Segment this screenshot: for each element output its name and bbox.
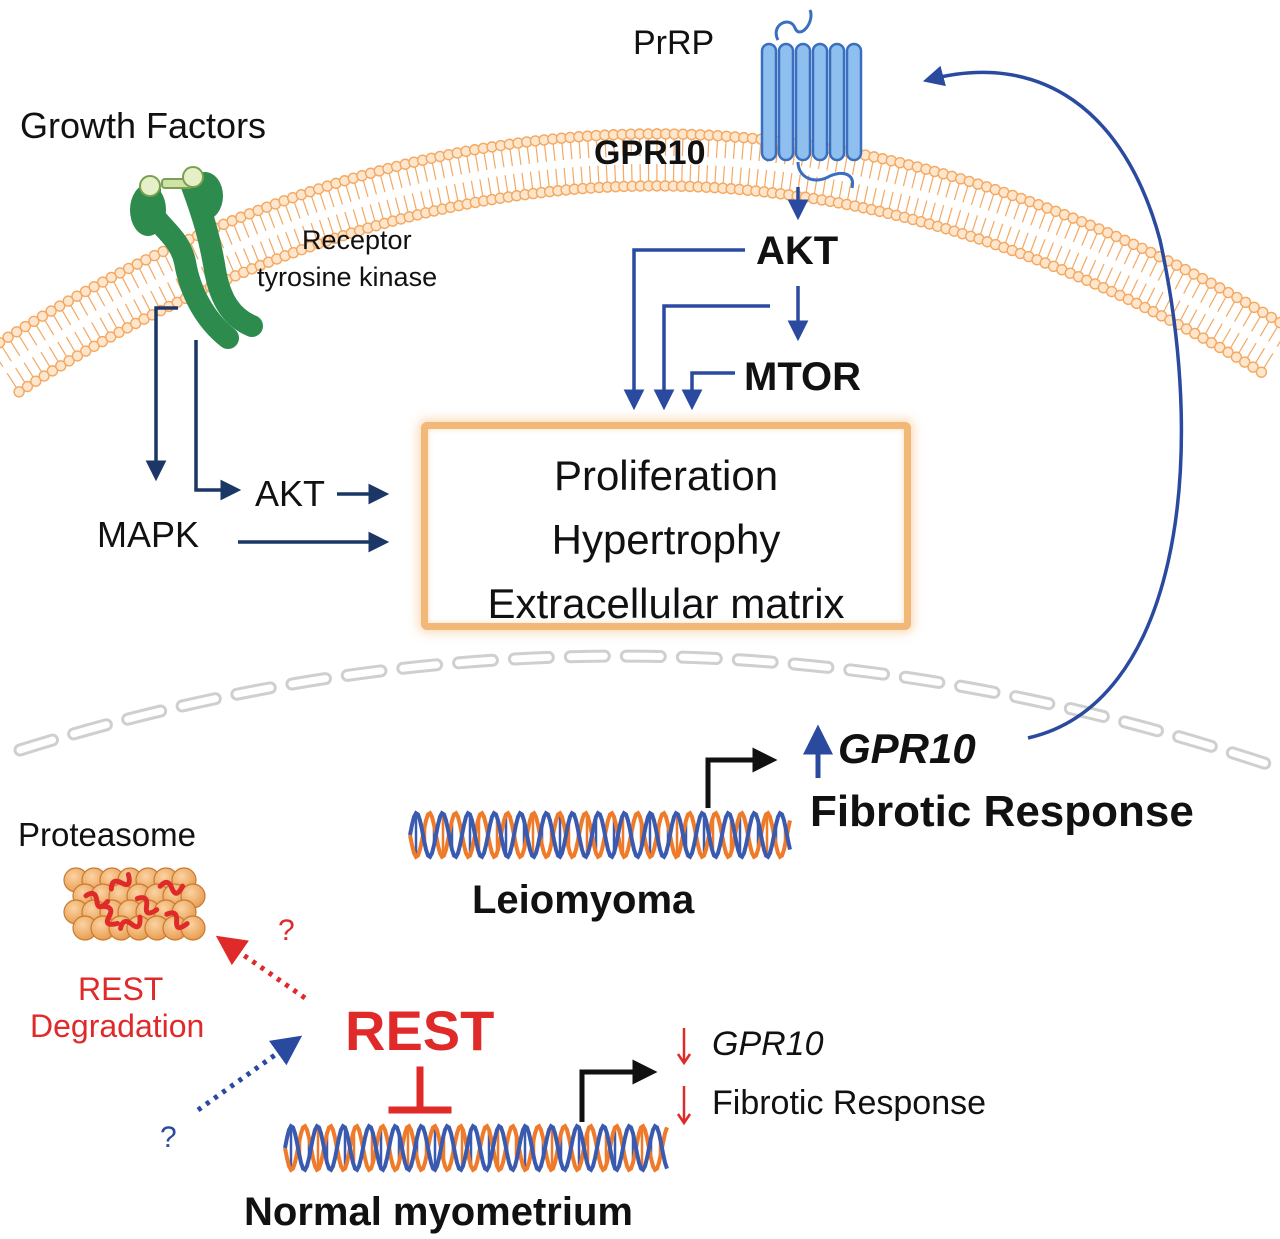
label-gpr10-receptor: GPR10 (594, 134, 706, 172)
label-question-red: ? (278, 914, 295, 947)
label-mtor: MTOR (744, 355, 862, 399)
label-tyrosine-kinase: tyrosine kinase (257, 262, 438, 292)
down-arrows (676, 1028, 692, 1126)
label-fibrotic-response-down: Fibrotic Response (712, 1084, 987, 1122)
label-rest-degradation-2: Degradation (30, 1008, 205, 1044)
label-akt-right: AKT (756, 229, 839, 273)
label-proteasome: Proteasome (18, 816, 196, 853)
label-mapk: MAPK (97, 514, 200, 555)
label-rest-degradation-1: REST (78, 971, 164, 1007)
feedback-loop-arrow (922, 65, 1184, 740)
dna-helix-icon (408, 810, 792, 860)
rest-regulation-dotted-arrow (196, 1035, 303, 1113)
effect-proliferation: Proliferation (553, 452, 779, 499)
label-normal-myometrium: Normal myometrium (244, 1190, 633, 1234)
label-rest: REST (345, 999, 495, 1062)
gpr10-pathway-arrows (623, 187, 809, 411)
label-prrp: PrRP (633, 24, 715, 62)
myometrium-promoter-arrow (579, 1059, 658, 1122)
gpcr-receptor-icon (760, 9, 863, 189)
receptor-tyrosine-kinase-icon (130, 166, 263, 349)
effect-extracellular-matrix: Extracellular matrix (487, 580, 845, 627)
label-gpr10-down: GPR10 (712, 1025, 824, 1063)
cellular-effects-box: Proliferation Hypertrophy Extracellular … (421, 422, 911, 630)
label-growth-factors: Growth Factors (20, 105, 267, 146)
rest-repression-bar (388, 1066, 452, 1114)
effect-hypertrophy: Hypertrophy (551, 516, 781, 563)
label-akt-left: AKT (255, 473, 326, 514)
label-fibrotic-response-up: Fibrotic Response (810, 787, 1194, 836)
proteasome-icon (63, 867, 206, 941)
rest-degradation-dotted-arrow (215, 935, 307, 1001)
dna-helix-icon (283, 1123, 669, 1173)
label-question-blue: ? (160, 1121, 177, 1154)
rtk-pathway-arrows (145, 306, 390, 553)
label-gpr10-up: GPR10 (838, 725, 976, 772)
leiomyoma-promoter-arrow (705, 747, 778, 808)
label-receptor: Receptor (302, 225, 412, 255)
nuclear-envelope-inner (16, 652, 1274, 769)
label-leiomyoma: Leiomyoma (472, 878, 695, 922)
